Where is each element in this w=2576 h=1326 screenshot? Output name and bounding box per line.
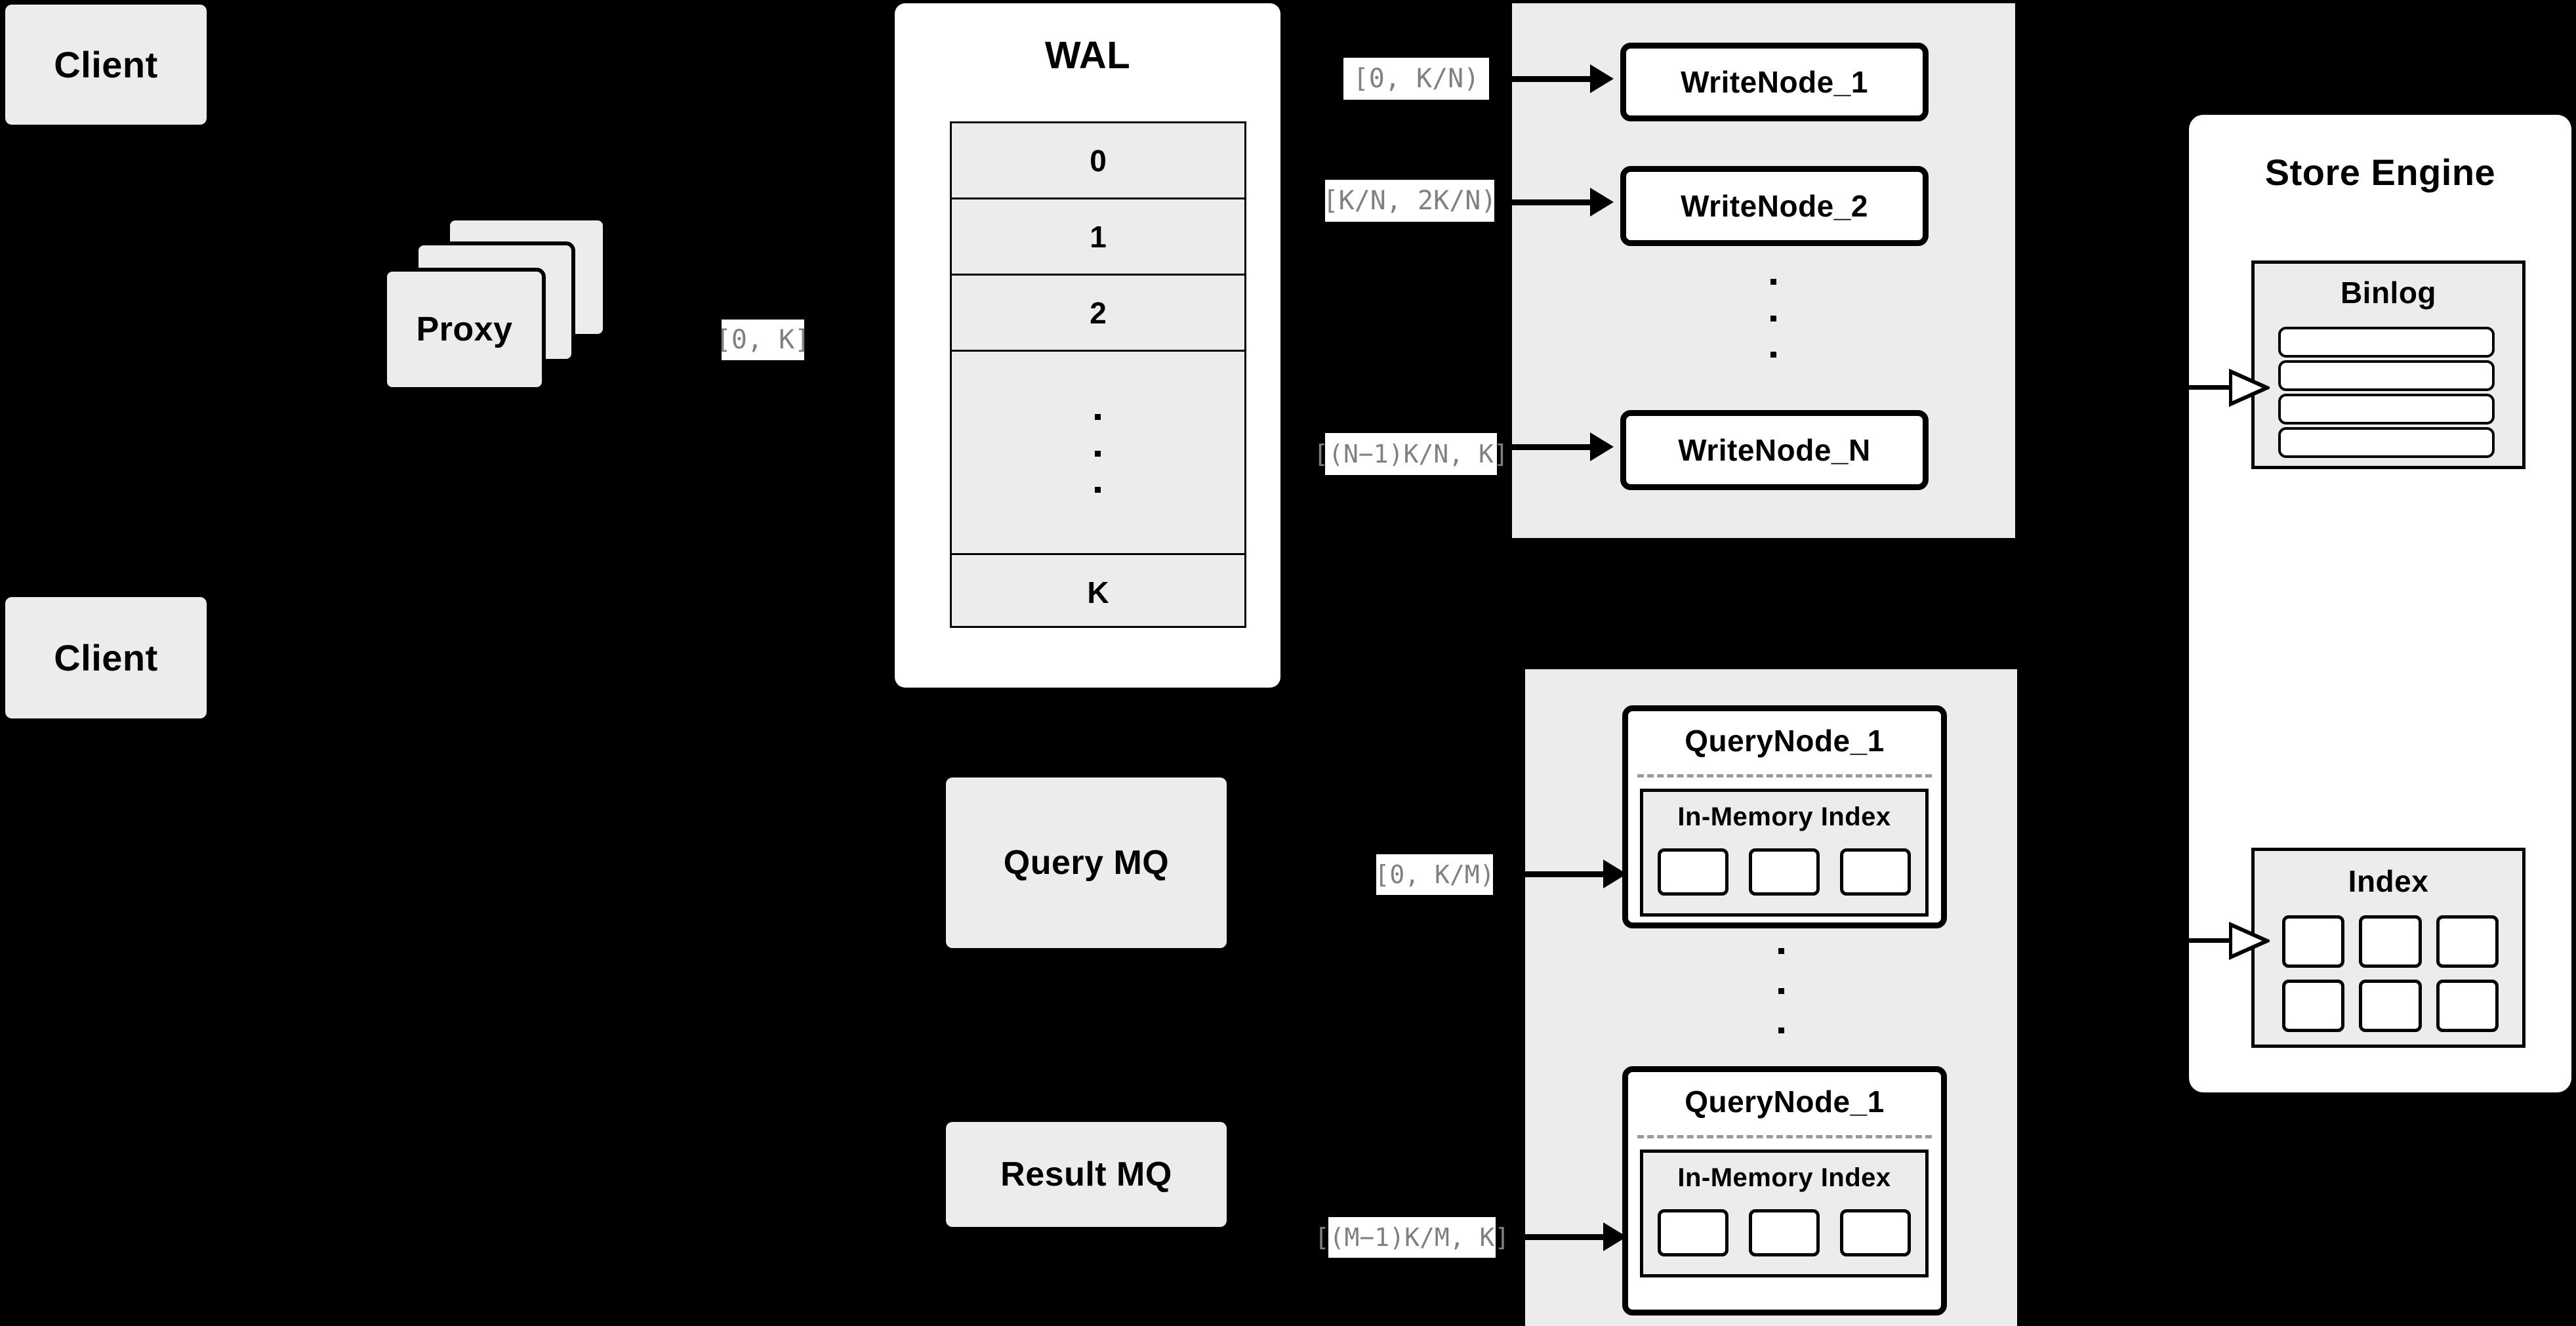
in-memory-index-label: In-Memory Index bbox=[1677, 802, 1891, 831]
write-node-n-arrow-line bbox=[1512, 444, 1591, 450]
proxy-card-front[interactable]: Proxy bbox=[383, 268, 546, 391]
write-node-1-arrow-head bbox=[1590, 64, 1614, 93]
write-node-1[interactable]: WriteNode_1 bbox=[1620, 43, 1929, 121]
in-memory-index-2: In-Memory Index bbox=[1640, 1150, 1929, 1277]
proxy-label: Proxy bbox=[416, 310, 513, 348]
write-node-2-arrow-line bbox=[1512, 199, 1591, 205]
write-node-label: WriteNode_2 bbox=[1681, 189, 1868, 223]
query-node-label: QueryNode_1 bbox=[1685, 724, 1885, 758]
query-node-1-arrow-line bbox=[1525, 871, 1604, 877]
index-cell bbox=[1658, 848, 1728, 896]
write-node-label: WriteNode_N bbox=[1678, 433, 1871, 467]
proxy-to-wal-line bbox=[659, 341, 725, 345]
hollow-triangle-icon bbox=[2229, 369, 2270, 407]
query-node-label: QueryNode_1 bbox=[1685, 1085, 1885, 1119]
wal-table: 0 1 2 K bbox=[950, 121, 1246, 628]
result-mq-label: Result MQ bbox=[1000, 1155, 1172, 1193]
query-node-2-arrow-line bbox=[1525, 1234, 1604, 1240]
query-node-1-arrow-head bbox=[1603, 860, 1627, 888]
proxy-stack[interactable]: Proxy bbox=[380, 217, 676, 426]
in-memory-index-label: In-Memory Index bbox=[1677, 1163, 1891, 1192]
index-cell bbox=[1749, 1209, 1820, 1256]
write-node-2[interactable]: WriteNode_2 bbox=[1620, 166, 1929, 246]
write-cluster-ellipsis-icon bbox=[1770, 279, 1776, 358]
binlog-title: Binlog bbox=[2340, 276, 2437, 310]
in-memory-index-1: In-Memory Index bbox=[1640, 789, 1929, 917]
index-panel: Index bbox=[2251, 848, 2525, 1048]
write-node-label: WriteNode_1 bbox=[1681, 65, 1868, 99]
wal-title: WAL bbox=[1044, 33, 1131, 77]
query-node-1-range-label: [0, K/M) bbox=[1374, 854, 1495, 895]
wal-panel: WAL 0 1 2 K bbox=[895, 3, 1280, 688]
in-memory-index-cells-1 bbox=[1658, 848, 1911, 896]
query-node-2[interactable]: QueryNode_1 In-Memory Index bbox=[1622, 1066, 1947, 1316]
write-node-1-range-label: [0, K/N) bbox=[1343, 58, 1489, 100]
binlog-row bbox=[2278, 327, 2495, 358]
query-node-2-range-label: [(M−1)K/M, K] bbox=[1315, 1217, 1509, 1258]
query-cluster-ellipsis-icon bbox=[1778, 948, 1784, 1033]
wal-row: 0 bbox=[952, 123, 1244, 199]
index-cell bbox=[2359, 915, 2422, 968]
query-node-divider bbox=[1637, 1135, 1932, 1138]
index-cell bbox=[2359, 980, 2422, 1032]
query-mq-box[interactable]: Query MQ bbox=[946, 777, 1227, 948]
index-cell bbox=[2436, 915, 2499, 968]
query-mq-label: Query MQ bbox=[1003, 844, 1170, 882]
index-cell bbox=[2282, 980, 2345, 1032]
index-cell bbox=[1840, 848, 1911, 896]
index-cell bbox=[1840, 1209, 1911, 1256]
binlog-row bbox=[2278, 360, 2495, 391]
wal-row-ellipsis bbox=[952, 352, 1244, 555]
vertical-ellipsis-icon bbox=[1095, 414, 1101, 493]
wal-row: 2 bbox=[952, 276, 1244, 352]
index-cell bbox=[2436, 980, 2499, 1032]
binlog-rows bbox=[2278, 327, 2495, 458]
binlog-arrow-line bbox=[2189, 385, 2232, 390]
in-memory-index-cells-2 bbox=[1658, 1209, 1911, 1256]
index-arrow-head bbox=[2229, 922, 2270, 960]
hollow-triangle-icon bbox=[2229, 922, 2270, 960]
query-node-2-arrow-head bbox=[1603, 1222, 1627, 1251]
wal-row: 1 bbox=[952, 199, 1244, 276]
client-box-1[interactable]: Client bbox=[5, 5, 207, 125]
index-cell-grid bbox=[2282, 915, 2499, 1032]
client-box-2[interactable]: Client bbox=[5, 597, 207, 718]
store-engine-title: Store Engine bbox=[2264, 151, 2496, 193]
index-title: Index bbox=[2348, 864, 2429, 898]
store-engine-panel: Store Engine Binlog Index bbox=[2189, 115, 2571, 1092]
index-cell bbox=[1749, 848, 1820, 896]
write-node-cluster: WriteNode_1 WriteNode_2 WriteNode_N bbox=[1512, 3, 2015, 538]
query-node-cluster: QueryNode_1 In-Memory Index QueryNode_1 … bbox=[1525, 669, 2017, 1326]
result-mq-box[interactable]: Result MQ bbox=[946, 1122, 1227, 1227]
write-node-2-arrow-head bbox=[1590, 188, 1614, 217]
query-node-1[interactable]: QueryNode_1 In-Memory Index bbox=[1622, 705, 1947, 928]
binlog-row bbox=[2278, 394, 2495, 425]
proxy-to-wal-range-label: [0, K] bbox=[716, 320, 810, 360]
binlog-panel: Binlog bbox=[2251, 260, 2525, 469]
index-cell bbox=[2282, 915, 2345, 968]
client-label: Client bbox=[54, 637, 158, 678]
index-arrow-line bbox=[2189, 938, 2232, 943]
binlog-row bbox=[2278, 427, 2495, 458]
write-node-2-range-label: [K/N, 2K/N) bbox=[1323, 180, 1496, 222]
write-node-1-arrow-line bbox=[1512, 76, 1591, 82]
write-node-n-range-label: [(N−1)K/N, K] bbox=[1313, 433, 1509, 475]
binlog-arrow-head bbox=[2229, 369, 2270, 407]
write-node-n-arrow-head bbox=[1590, 432, 1614, 461]
wal-row: K bbox=[1087, 575, 1109, 610]
write-node-n[interactable]: WriteNode_N bbox=[1620, 410, 1929, 490]
index-cell bbox=[1658, 1209, 1728, 1256]
client-label: Client bbox=[54, 44, 158, 85]
query-node-divider bbox=[1637, 774, 1932, 777]
